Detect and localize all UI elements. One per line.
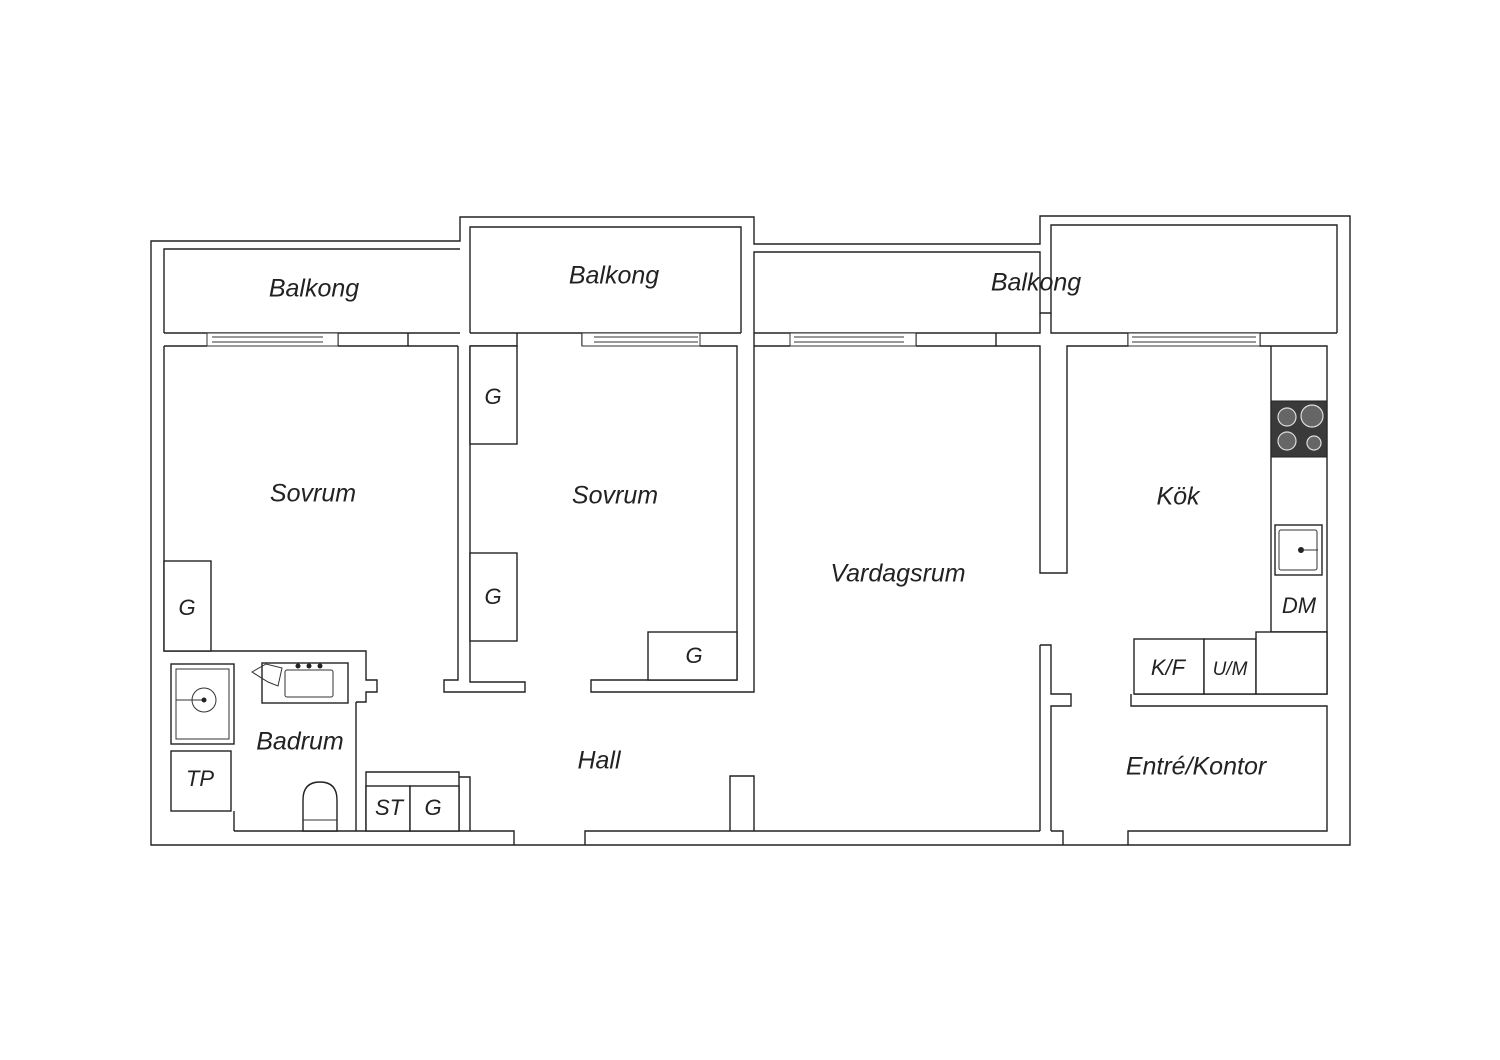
label-wardrobe-bed2-top: G — [484, 384, 501, 409]
bathroom-fixtures — [170, 662, 349, 832]
cleaning-cabinet — [365, 785, 411, 832]
wardrobes — [163, 345, 738, 832]
label-bathroom: Badrum — [256, 728, 344, 756]
label-cleaning-cabinet: ST — [375, 795, 405, 820]
label-wardrobe-bed2-corner: G — [685, 643, 702, 668]
label-balcony-right: Balkong — [991, 269, 1081, 297]
label-kitchen: Kök — [1156, 483, 1201, 511]
shower — [170, 663, 235, 745]
fridge-freezer — [1133, 638, 1205, 695]
fixture-labels: G G G G G ST TP DM K/F U/M — [178, 384, 1316, 820]
wardrobe-bed2-top — [469, 345, 518, 445]
label-washing-machine: TP — [186, 766, 214, 791]
label-bedroom-middle: Sovrum — [572, 482, 658, 510]
wardrobe-bed2-mid — [469, 552, 518, 642]
label-oven-microwave: U/M — [1213, 659, 1248, 680]
label-bedroom-left: Sovrum — [270, 480, 356, 508]
wardrobe-hall — [409, 785, 460, 832]
label-wardrobe-bed1: G — [178, 595, 195, 620]
label-dishwasher: DM — [1282, 593, 1317, 618]
label-fridge-freezer: K/F — [1151, 655, 1187, 680]
label-balcony-middle: Balkong — [569, 262, 659, 290]
label-hall: Hall — [577, 747, 622, 775]
windows — [206, 332, 1261, 347]
room-labels: Balkong Balkong Balkong Sovrum Sovrum Va… — [256, 262, 1268, 781]
label-balcony-left: Balkong — [269, 275, 359, 303]
kitchen-fixtures — [1133, 346, 1328, 695]
interior-walls — [163, 333, 1328, 831]
label-wardrobe-hall: G — [424, 795, 441, 820]
faucet-icon — [251, 663, 283, 687]
wardrobe-bed2-corner — [647, 631, 738, 681]
wardrobe-bed1 — [163, 560, 212, 652]
washing-machine-box — [170, 750, 232, 812]
oven-microwave — [1203, 638, 1257, 695]
label-entrance-office: Entré/Kontor — [1126, 753, 1268, 781]
label-living-room: Vardagsrum — [830, 560, 965, 588]
label-wardrobe-bed2-mid: G — [484, 584, 501, 609]
toilet — [302, 781, 338, 832]
